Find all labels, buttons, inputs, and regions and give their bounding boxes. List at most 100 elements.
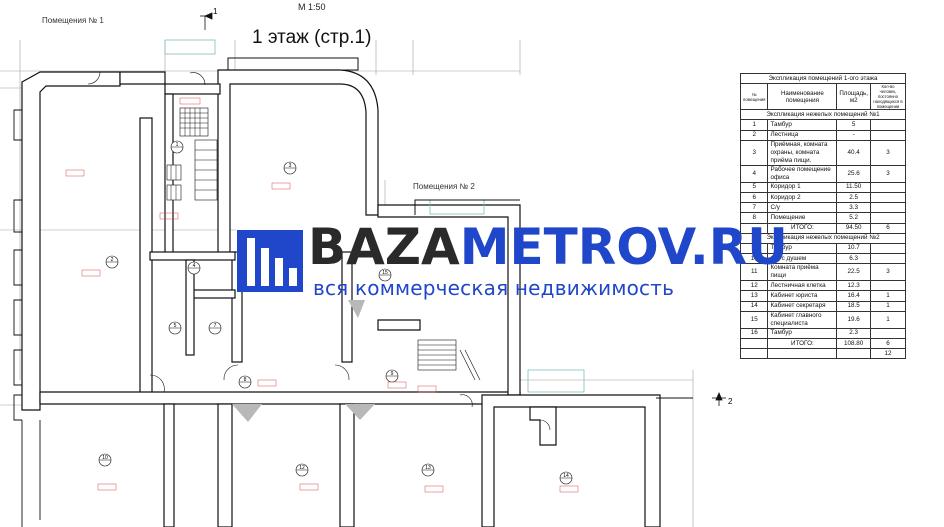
cell-name: Кабинет секретаря [767,300,838,312]
section-2-title: Экспликация нежелых помещений №2 [740,232,906,244]
windows [164,39,585,393]
total-1-label: ИТОГО: [767,222,838,234]
axis-markers [200,12,726,406]
explication-table: Экспликация помещений 1-ого этажа № поме… [739,72,906,360]
cell-name: Кабинет юриста [767,290,838,302]
cell-name: С/у с душем [767,253,838,265]
cell-area: 12.3 [836,280,871,292]
cell-num: 4 [739,164,769,183]
room-tag: 7 [208,321,222,335]
cell-num: 11 [739,263,769,282]
header-num: № помещения [739,83,769,111]
room-tag: 15 [378,268,392,282]
grand-total: 12 [870,348,906,360]
header-people: Кол-во человек, постоянно находящихся в … [870,83,906,111]
room-tag-number: 13 [425,465,431,471]
room-tag: 13 [421,463,435,477]
room-tag-number: 7 [214,323,217,329]
cell-name: Коридор 1 [767,181,838,193]
cell-area: 16.4 [836,290,871,302]
cell-num: 16 [739,327,769,340]
cell-name: Комната приёма пищи [767,263,838,282]
cell-num: 13 [739,290,769,302]
axis-label-1: 1 [213,7,218,16]
room-tag: 3 [283,161,297,175]
room-tag-number: 5 [174,323,177,329]
room-tag: 10 [98,453,112,467]
room-tag: 14 [559,471,573,485]
cell-area: 5 [836,119,871,131]
table-header-row: № помещения Наименование помещения Площа… [739,83,906,111]
room-tag: 2 [105,255,119,269]
cell-area: - [836,129,871,141]
cell-area: 22.5 [836,263,871,282]
cell-name: Лестница [767,129,838,141]
cell-name: Тамбур [767,119,838,131]
cell-people: 3 [870,164,906,183]
cell-area: 5.2 [836,212,871,224]
cell-people [870,129,906,141]
cell-people: 3 [870,263,906,282]
room-tag-number: 10 [102,455,108,461]
axis-label-2: 2 [728,397,733,406]
table-row: 3 Приёмная, комната охраны, комната приём… [739,139,906,166]
cell-people [870,253,906,265]
cell-num: 12 [739,280,769,292]
cell-people: 1 [870,290,906,302]
cell-num: 10 [739,253,769,265]
door-swings [87,71,551,431]
room-tag-number: 2 [111,257,114,263]
cell-people [870,181,906,193]
cell-area: 40.4 [836,139,871,166]
header-area: Площадь, м2 [836,83,871,111]
cell-area: 6.3 [836,253,871,265]
cell-people [870,280,906,292]
cell-num: 2 [739,129,769,141]
room-tag-number: 1 [176,142,179,148]
room-tag: 9 [385,369,399,383]
cell-name: Приёмная, комната охраны, комната приёма… [767,139,838,166]
cell-area: 3.3 [836,202,871,214]
stairs [194,139,481,381]
cell-num: 14 [739,300,769,312]
room-outlines [227,57,693,399]
cell-people [870,242,906,255]
cell-num: 6 [739,191,769,204]
cell-num: 1 [739,119,769,131]
room-tag: 5 [168,321,182,335]
walls [21,69,661,527]
header-name: Наименование помещения [767,83,838,111]
cell-name: Лестничная клетка [767,280,838,292]
cell-people [870,119,906,131]
room-tag-number: 8 [244,377,247,383]
cell-people: 3 [870,139,906,166]
cell-name: Кабинет главного специалиста [767,310,838,329]
grilles [166,107,209,201]
total-2-people: 6 [870,337,906,350]
cell-num: 15 [739,310,769,329]
room-group-1-label: Помещения № 1 [42,16,104,25]
cell-people [870,212,906,224]
grand-total-row: 12 [739,348,906,360]
room-tag: 6 [281,265,295,279]
cell-area: 19.6 [836,310,871,329]
cell-area: 2.3 [836,327,871,340]
cell-people [870,327,906,340]
total-2-label: ИТОГО: [767,337,838,350]
cell-people [870,191,906,204]
cell-people [870,202,906,214]
cell-num: 9 [739,242,769,255]
cell-num: 5 [739,181,769,193]
total-row-2: ИТОГО: 108.80 6 [739,337,906,350]
cell-area: 18.5 [836,300,871,312]
